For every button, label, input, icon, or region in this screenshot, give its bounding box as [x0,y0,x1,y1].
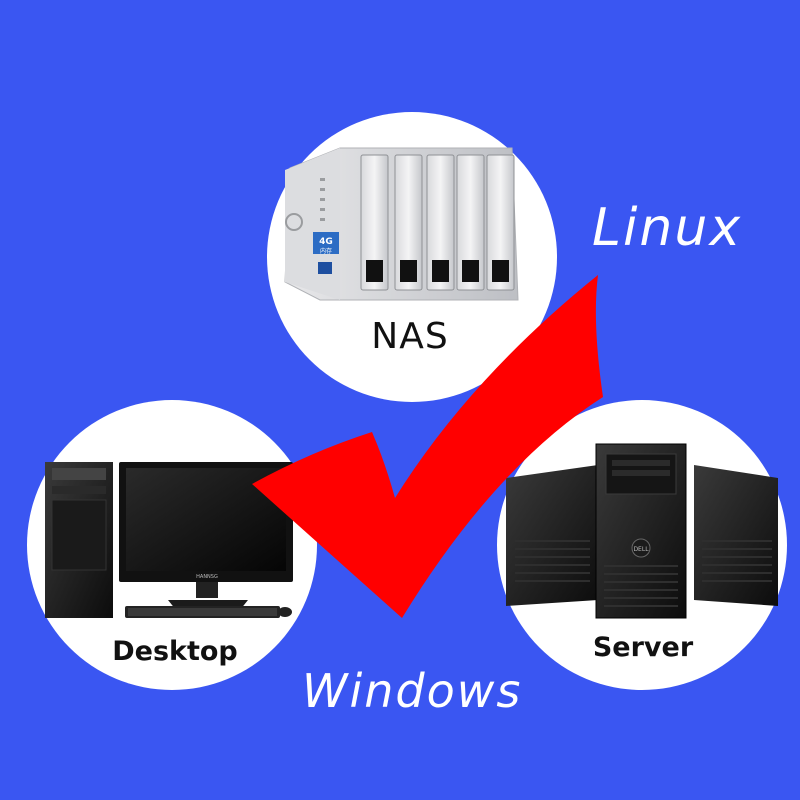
nas-device-icon: 4G 内存 [284,147,519,301]
server-label: Server [592,632,694,663]
server-circle: DELL [497,400,787,690]
linux-label: Linux [592,198,743,258]
nas-memory-badge-sub: 内存 [320,247,332,255]
nas-drive-bays [360,154,515,291]
nas-memory-badge: 4G [319,237,333,247]
check-mark-icon [252,275,603,618]
nas-circle: 4G 内存 [267,112,557,402]
windows-label: Windows [302,664,523,718]
nas-label: NAS [371,316,449,357]
desktop-computer-icon: HANNSG [45,462,293,618]
monitor-brand: HANNSG [196,574,218,580]
desktop-circle: HANNSG [27,400,317,690]
desktop-label: Desktop [112,636,238,667]
server-brand: DELL [633,546,649,553]
tower-server-icon: DELL [506,443,778,619]
